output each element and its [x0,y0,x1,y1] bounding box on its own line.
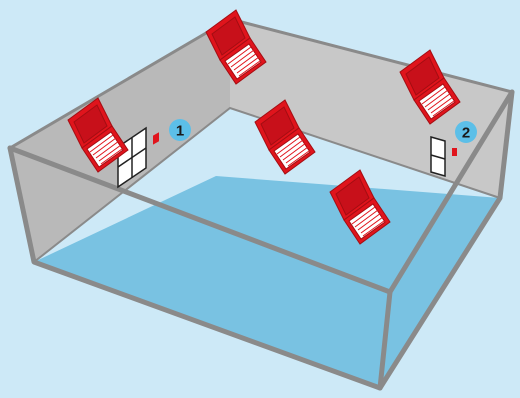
door-1-number: 1 [176,123,184,140]
door-2-badge: 2 [455,121,477,143]
door-2 [430,136,457,177]
wall-floor-edge [33,106,501,263]
door-2-number: 2 [462,125,470,142]
door-1 [117,126,159,189]
door-1-switch [153,132,159,145]
door-1-badge: 1 [169,119,191,141]
door-2-switch [452,148,457,156]
front-top-edge-right [387,89,515,295]
front-corner-edge [377,289,393,391]
front-top-edge [7,145,393,295]
back-wall [230,19,512,198]
